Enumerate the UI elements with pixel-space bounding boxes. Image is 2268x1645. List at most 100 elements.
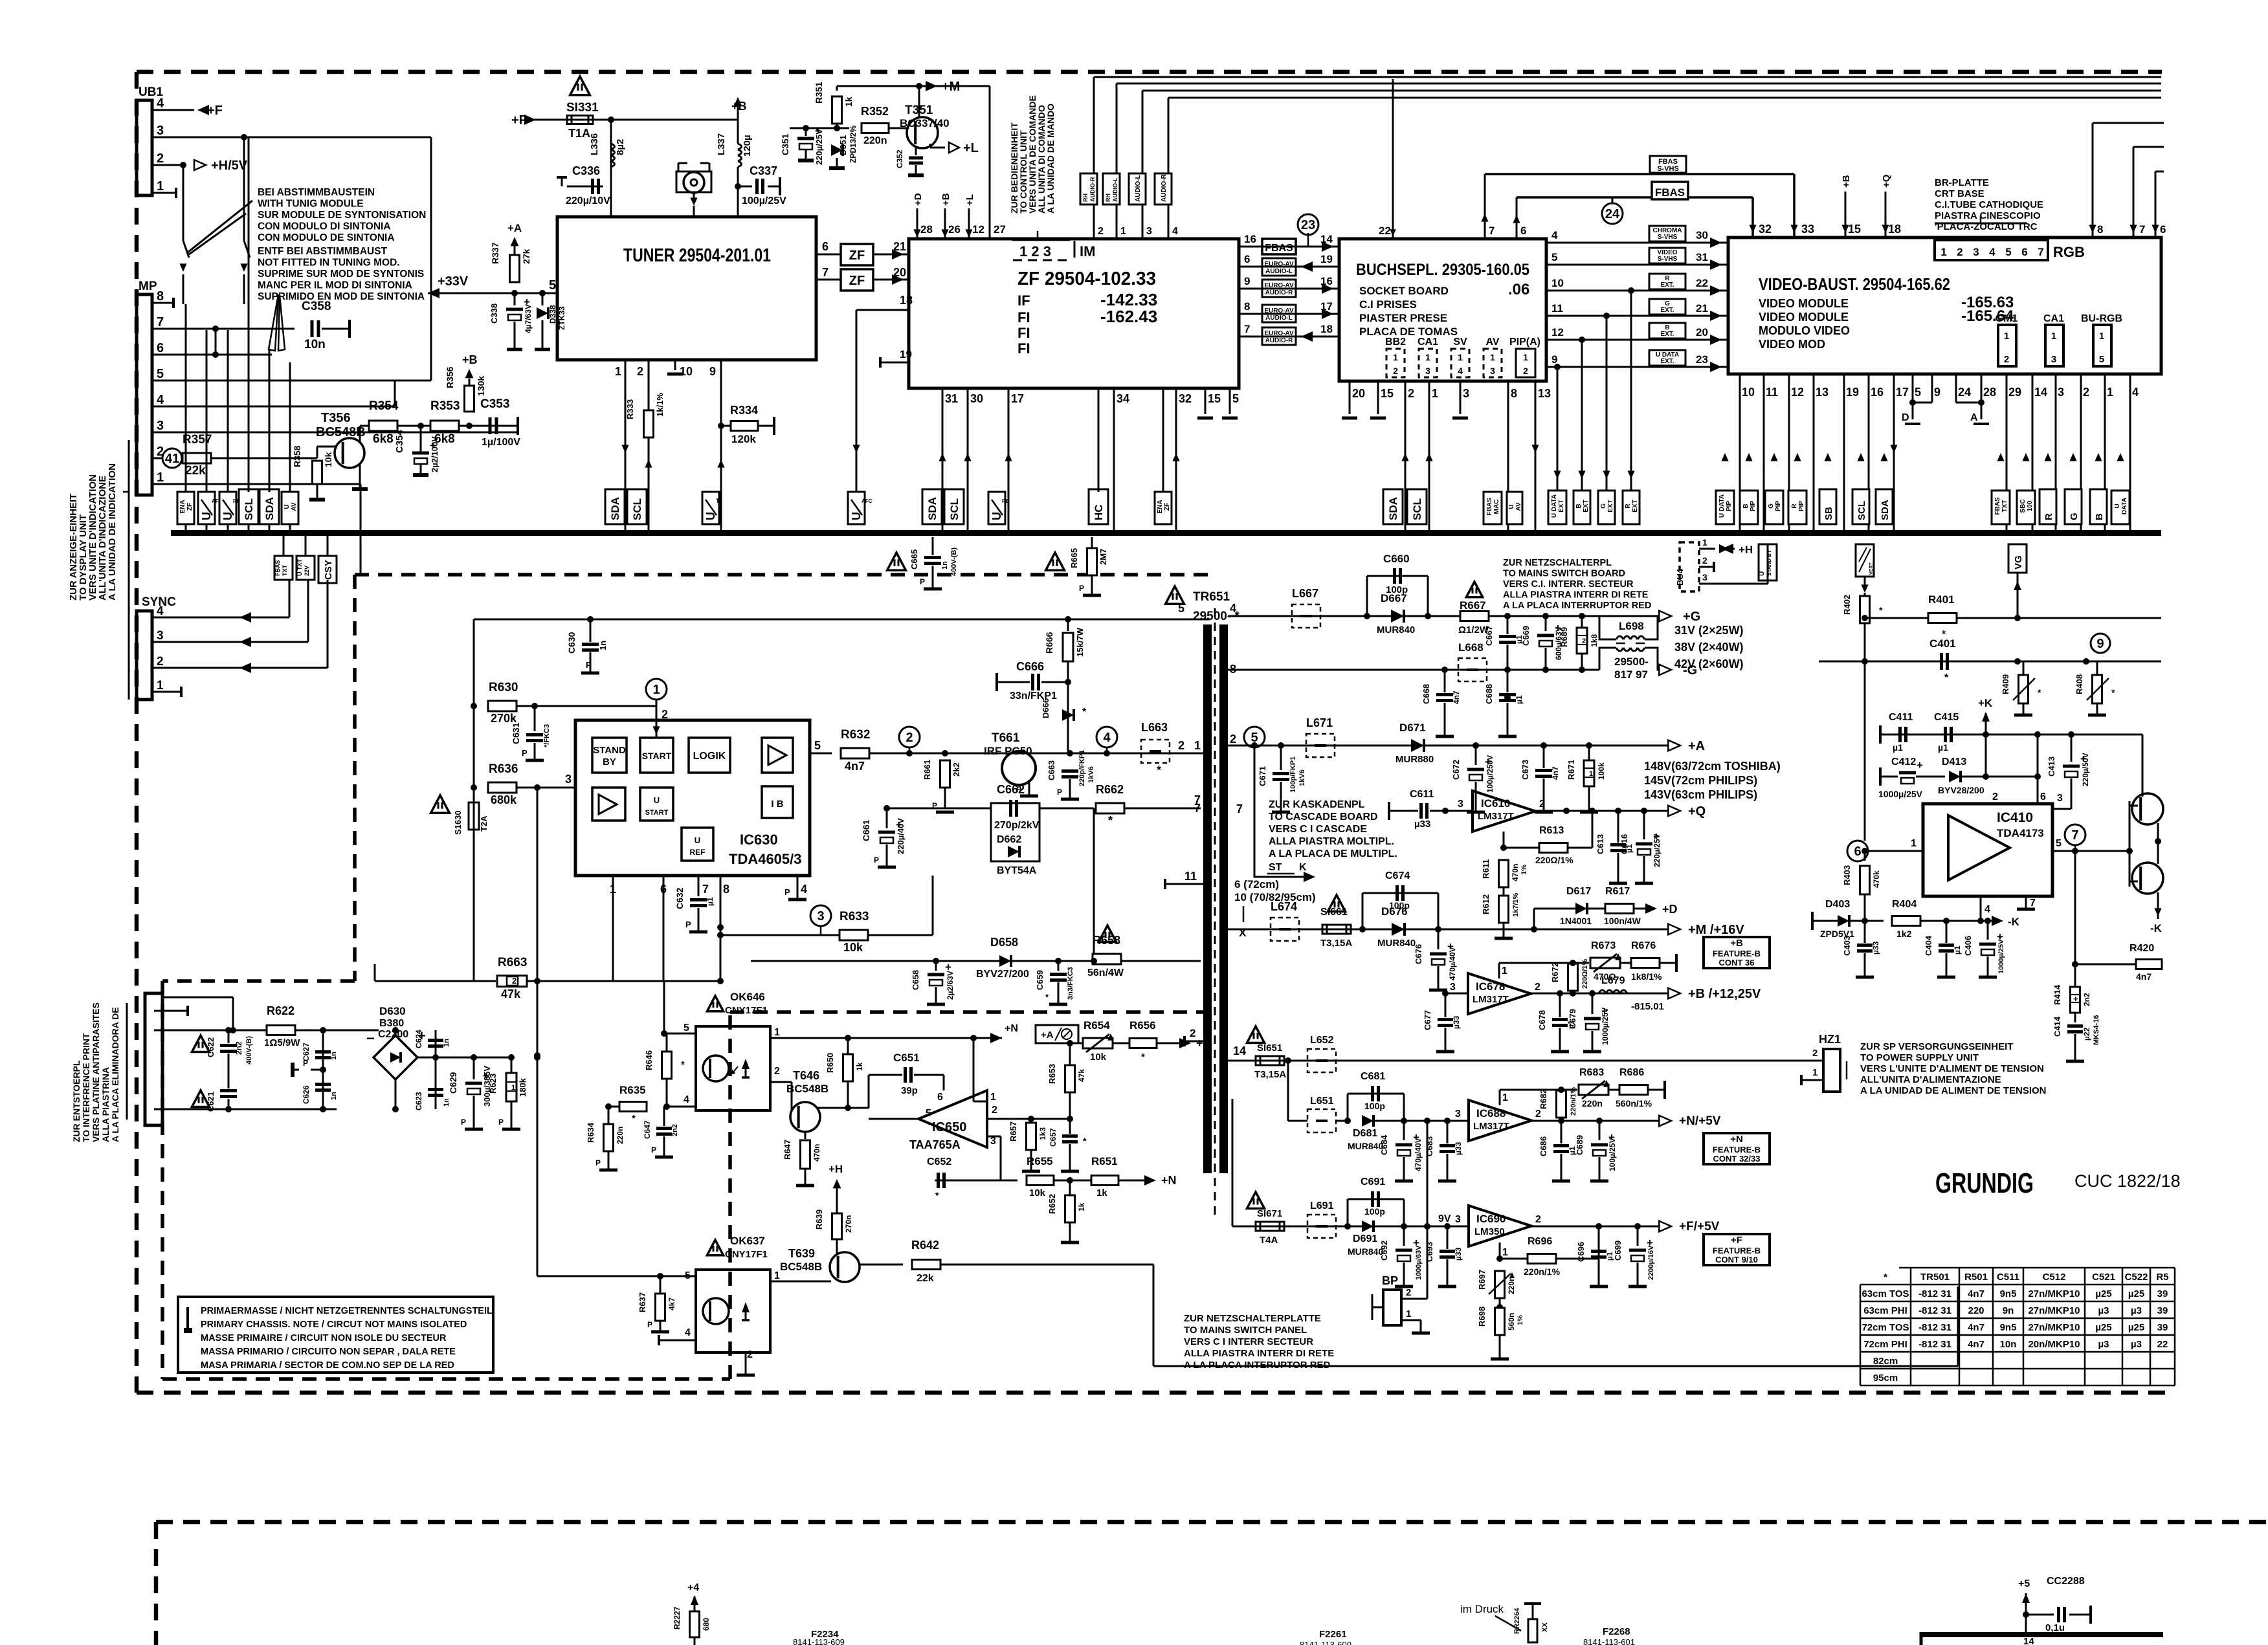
svg-text:CNY17F1: CNY17F1	[725, 1005, 768, 1016]
svg-text:+D: +D	[1662, 903, 1678, 916]
svg-text:31: 31	[945, 392, 958, 405]
svg-text:100p: 100p	[1364, 1101, 1385, 1111]
svg-text:ALLA PIASTRA MOLTIPL.: ALLA PIASTRA MOLTIPL.	[1269, 836, 1394, 847]
svg-text:+N/+5V: +N/+5V	[1679, 1114, 1721, 1128]
svg-text:470µ/40V: 470µ/40V	[1448, 947, 1457, 980]
svg-text:+H: +H	[1739, 544, 1753, 556]
svg-text:FI: FI	[1017, 340, 1030, 357]
svg-text:B: B	[2094, 513, 2105, 520]
svg-text:ALLA PIASTRINA: ALLA PIASTRINA	[100, 1067, 111, 1142]
svg-text:23: 23	[1696, 353, 1708, 366]
svg-text:T3,15A: T3,15A	[1320, 938, 1352, 949]
svg-text:ZF: ZF	[186, 503, 194, 511]
svg-text:100p: 100p	[1386, 584, 1408, 595]
svg-text:6: 6	[157, 341, 164, 355]
svg-text:TO CONTROL UNIT: TO CONTROL UNIT	[1018, 130, 1028, 214]
svg-text:27n/MKP10: 27n/MKP10	[2028, 1288, 2080, 1299]
svg-text:U: U	[200, 512, 213, 520]
svg-text:+K: +K	[1978, 697, 1993, 709]
svg-text:PIP: PIP	[1750, 501, 1757, 511]
svg-text:RE: RE	[233, 498, 241, 504]
svg-text:VERS UNITA DE COMANDE: VERS UNITA DE COMANDE	[1027, 95, 1038, 214]
svg-text:130k: 130k	[476, 376, 486, 396]
svg-text:2: 2	[157, 655, 164, 668]
svg-text:220µ/40V: 220µ/40V	[896, 818, 906, 854]
svg-text:12: 12	[1551, 326, 1564, 338]
svg-text:TO POWER SUPPLY UNIT: TO POWER SUPPLY UNIT	[1860, 1052, 1979, 1063]
svg-text:EXT: EXT	[1607, 500, 1614, 512]
svg-text:C336: C336	[572, 164, 600, 177]
svg-text:+D: +D	[913, 193, 924, 206]
svg-text:R655: R655	[1027, 1155, 1053, 1167]
svg-text:*: *	[1108, 814, 1113, 827]
svg-text:10 (70/82/95cm): 10 (70/82/95cm)	[1234, 891, 1316, 903]
svg-text:1: 1	[1406, 1308, 1411, 1319]
svg-text:17: 17	[1011, 392, 1024, 405]
svg-text:C689: C689	[1575, 1135, 1584, 1155]
svg-text:63cm TOS: 63cm TOS	[1862, 1288, 1909, 1299]
svg-text:220µ/10V: 220µ/10V	[566, 195, 610, 206]
svg-text:1: 1	[1502, 966, 1507, 977]
svg-text:3: 3	[1455, 1109, 1461, 1120]
svg-text:145V(72cm PHILIPS): 145V(72cm PHILIPS)	[1644, 774, 1757, 787]
svg-text:R651: R651	[1091, 1155, 1118, 1167]
svg-text:82cm: 82cm	[1873, 1356, 1898, 1367]
svg-text:1000µ/25V: 1000µ/25V	[1997, 939, 2005, 974]
svg-text:VERS PLATINE ANTIPARASITES: VERS PLATINE ANTIPARASITES	[91, 1002, 101, 1142]
svg-text:EXT.: EXT.	[1660, 282, 1674, 289]
svg-text:FBAS: FBAS	[1658, 158, 1678, 166]
svg-text:C699: C699	[1613, 1241, 1623, 1261]
svg-text:7: 7	[822, 266, 828, 279]
svg-text:R333: R333	[625, 399, 635, 419]
svg-text:R697: R697	[1477, 1270, 1487, 1290]
svg-text:2: 2	[2004, 354, 2009, 365]
svg-text:C679: C679	[1568, 1009, 1577, 1029]
svg-text:P: P	[874, 856, 879, 865]
svg-text:1: 1	[2099, 331, 2104, 342]
svg-text:ST: ST	[1269, 862, 1282, 873]
svg-text:+: +	[815, 125, 821, 137]
svg-text:95cm: 95cm	[1873, 1373, 1898, 1384]
svg-text:C629: C629	[448, 1072, 458, 1094]
svg-text:C693: C693	[1425, 1242, 1434, 1262]
svg-text:1Ω5/9W: 1Ω5/9W	[264, 1037, 300, 1048]
svg-text:G: G	[1665, 300, 1670, 307]
svg-text:1µ/100V: 1µ/100V	[482, 437, 520, 448]
svg-text:1k: 1k	[1077, 1202, 1086, 1211]
svg-text:7: 7	[2038, 246, 2043, 258]
svg-text:BB2: BB2	[1385, 337, 1406, 348]
svg-text:VIDEO MODULE: VIDEO MODULE	[1759, 311, 1849, 324]
svg-text:C672: C672	[1451, 760, 1461, 780]
svg-text:EURO-AV: EURO-AV	[1264, 330, 1294, 337]
svg-text:12: 12	[972, 223, 984, 236]
svg-text:5: 5	[926, 1108, 931, 1119]
svg-text:ALL'UNITA D'ALIMENTAZIONE: ALL'UNITA D'ALIMENTAZIONE	[1860, 1074, 2001, 1085]
svg-text:GRUNDIG: GRUNDIG	[1935, 1167, 2034, 1199]
svg-text:R358: R358	[292, 445, 302, 467]
svg-text:BC337/40: BC337/40	[900, 117, 950, 129]
svg-text:100µ/25V: 100µ/25V	[742, 195, 786, 206]
svg-text:1000µ/25V: 1000µ/25V	[1878, 789, 1923, 799]
svg-text:PIP: PIP	[1775, 501, 1782, 511]
svg-text:3: 3	[1450, 982, 1456, 993]
svg-text:24: 24	[1958, 386, 1971, 399]
svg-text:31V (2×25W): 31V (2×25W)	[1674, 624, 1744, 637]
svg-text:S-VHS: S-VHS	[1658, 234, 1678, 241]
svg-text:9: 9	[2096, 637, 2104, 651]
svg-text:21: 21	[893, 240, 906, 253]
svg-text:D413: D413	[1942, 756, 1966, 767]
svg-text:RH: RH	[1105, 193, 1111, 202]
svg-text:SUR MODULE DE SYNTONISATION: SUR MODULE DE SYNTONISATION	[258, 210, 426, 221]
svg-text:MP: MP	[139, 280, 157, 293]
svg-text:1k3: 1k3	[1038, 1127, 1047, 1140]
svg-text:SDA: SDA	[1387, 497, 1399, 520]
svg-text:R: R	[1625, 503, 1632, 509]
svg-text:+F/+5V: +F/+5V	[1679, 1220, 1720, 1233]
svg-text:L336: L336	[589, 133, 600, 155]
svg-text:R637: R637	[638, 1292, 647, 1312]
svg-text:R667: R667	[1460, 599, 1486, 612]
svg-text:A LA UNIDAD DE INDICATION: A LA UNIDAD DE INDICATION	[107, 463, 118, 601]
svg-text:D691: D691	[1353, 1233, 1377, 1244]
svg-text:RR2264: RR2264	[1513, 1607, 1521, 1634]
svg-text:16: 16	[1871, 386, 1884, 399]
